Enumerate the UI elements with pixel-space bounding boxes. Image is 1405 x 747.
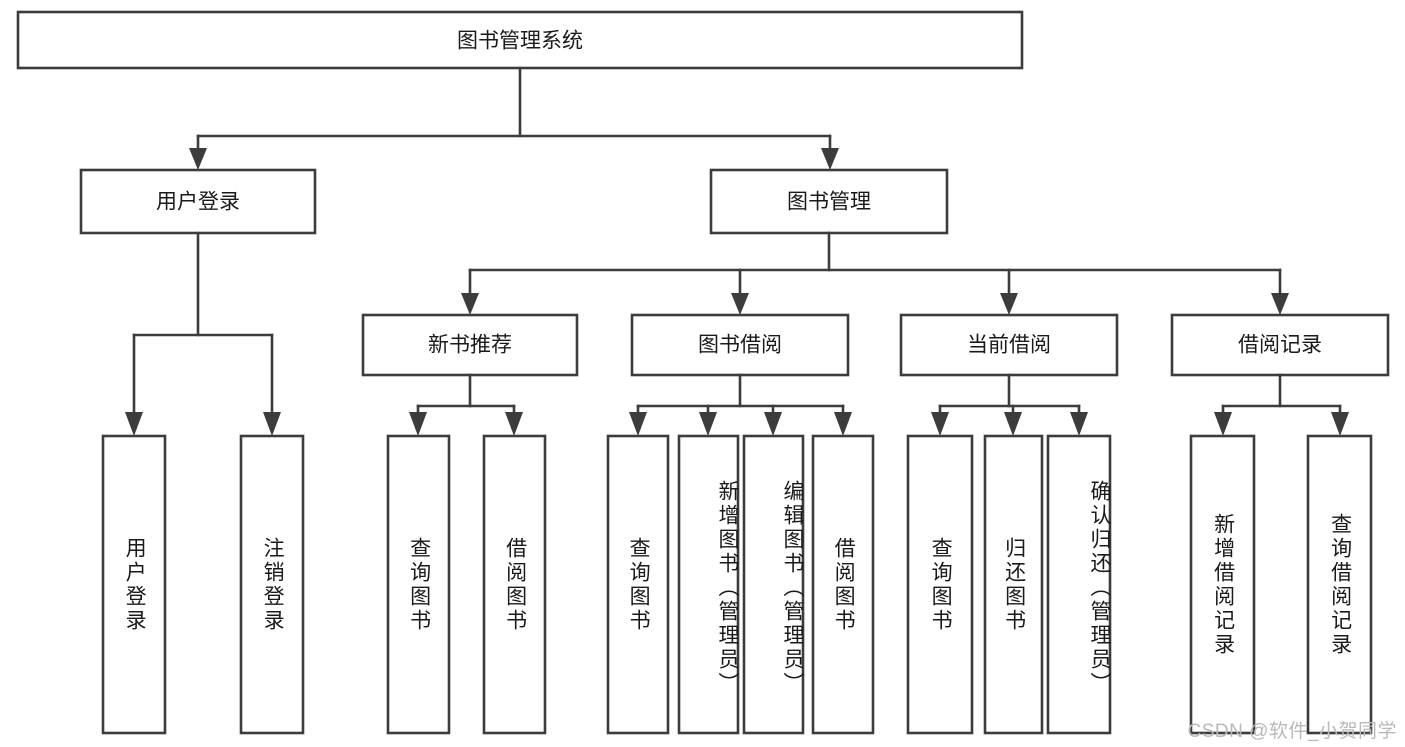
leaf-box-confirm-return-admin[interactable] — [1046, 434, 1112, 735]
leaf-box-add-borrow-record[interactable] — [1189, 434, 1256, 735]
arrow-to-new-book — [461, 293, 479, 315]
leaf-box-query-book-2[interactable] — [606, 434, 670, 735]
node-new-book-recommend[interactable]: 新书推荐 — [361, 313, 579, 377]
node-user-login[interactable]: 用户登录 — [79, 168, 317, 235]
arrow-user-login-leaf2 — [263, 412, 281, 436]
leaf-box-borrow-book-1[interactable] — [482, 434, 547, 735]
node-book-borrow[interactable]: 图书借阅 — [630, 313, 850, 377]
arrow-current-borrow-leaf1 — [931, 412, 949, 436]
arrow-book-borrow-leaf1 — [629, 412, 647, 436]
leaf-box-query-borrow-record[interactable] — [1306, 434, 1373, 735]
arrow-new-book-leaf2 — [505, 412, 523, 436]
arrow-to-book-borrow — [731, 293, 749, 315]
arrow-book-borrow-leaf4 — [834, 412, 852, 436]
root-box[interactable] — [16, 10, 1024, 70]
leaf-box-query-book-1[interactable] — [386, 434, 451, 735]
leaf-box-logout[interactable] — [239, 434, 305, 735]
arrow-user-login-leaf1 — [125, 412, 143, 436]
arrow-borrow-record-leaf1 — [1214, 412, 1232, 436]
book-management-label: 图书管理 — [787, 191, 871, 214]
node-root[interactable]: 图书管理系统 — [16, 10, 1024, 70]
book-management-box[interactable] — [709, 168, 949, 235]
borrow-record-label: 借阅记录 — [1238, 334, 1322, 357]
node-book-management[interactable]: 图书管理 — [709, 168, 949, 235]
leaf-box-query-book-3[interactable] — [906, 434, 974, 735]
book-borrow-label: 图书借阅 — [698, 334, 782, 357]
node-current-borrow[interactable]: 当前借阅 — [899, 313, 1119, 377]
node-borrow-record[interactable]: 借阅记录 — [1170, 313, 1390, 377]
arrow-to-current-borrow — [1000, 293, 1018, 315]
leaf-box-add-book-admin[interactable] — [677, 434, 740, 735]
leaf-box-edit-book-admin[interactable] — [742, 434, 805, 735]
arrow-current-borrow-leaf2 — [1004, 412, 1022, 436]
csdn-watermark: CSDN @软件_小贺同学 — [1187, 721, 1397, 742]
arrow-new-book-leaf1 — [409, 412, 427, 436]
leaf-box-user-login[interactable] — [101, 434, 167, 735]
borrow-record-box[interactable] — [1170, 313, 1390, 377]
arrow-to-borrow-record — [1271, 293, 1289, 315]
book-borrow-box[interactable] — [630, 313, 850, 377]
new-book-recommend-label: 新书推荐 — [428, 334, 512, 357]
arrow-to-book-mgmt — [821, 148, 839, 170]
arrow-borrow-record-leaf2 — [1331, 412, 1349, 436]
current-borrow-label: 当前借阅 — [967, 334, 1051, 357]
root-label: 图书管理系统 — [457, 30, 583, 53]
leaf-box-borrow-book-2[interactable] — [811, 434, 875, 735]
arrow-book-borrow-leaf3 — [764, 412, 782, 436]
leaf-box-return-book[interactable] — [983, 434, 1044, 735]
current-borrow-box[interactable] — [899, 313, 1119, 377]
new-book-recommend-box[interactable] — [361, 313, 579, 377]
user-login-label: 用户登录 — [156, 191, 240, 214]
arrow-book-borrow-leaf2 — [699, 412, 717, 436]
arrow-to-user-login — [189, 148, 207, 170]
arrow-current-borrow-leaf3 — [1070, 412, 1088, 436]
